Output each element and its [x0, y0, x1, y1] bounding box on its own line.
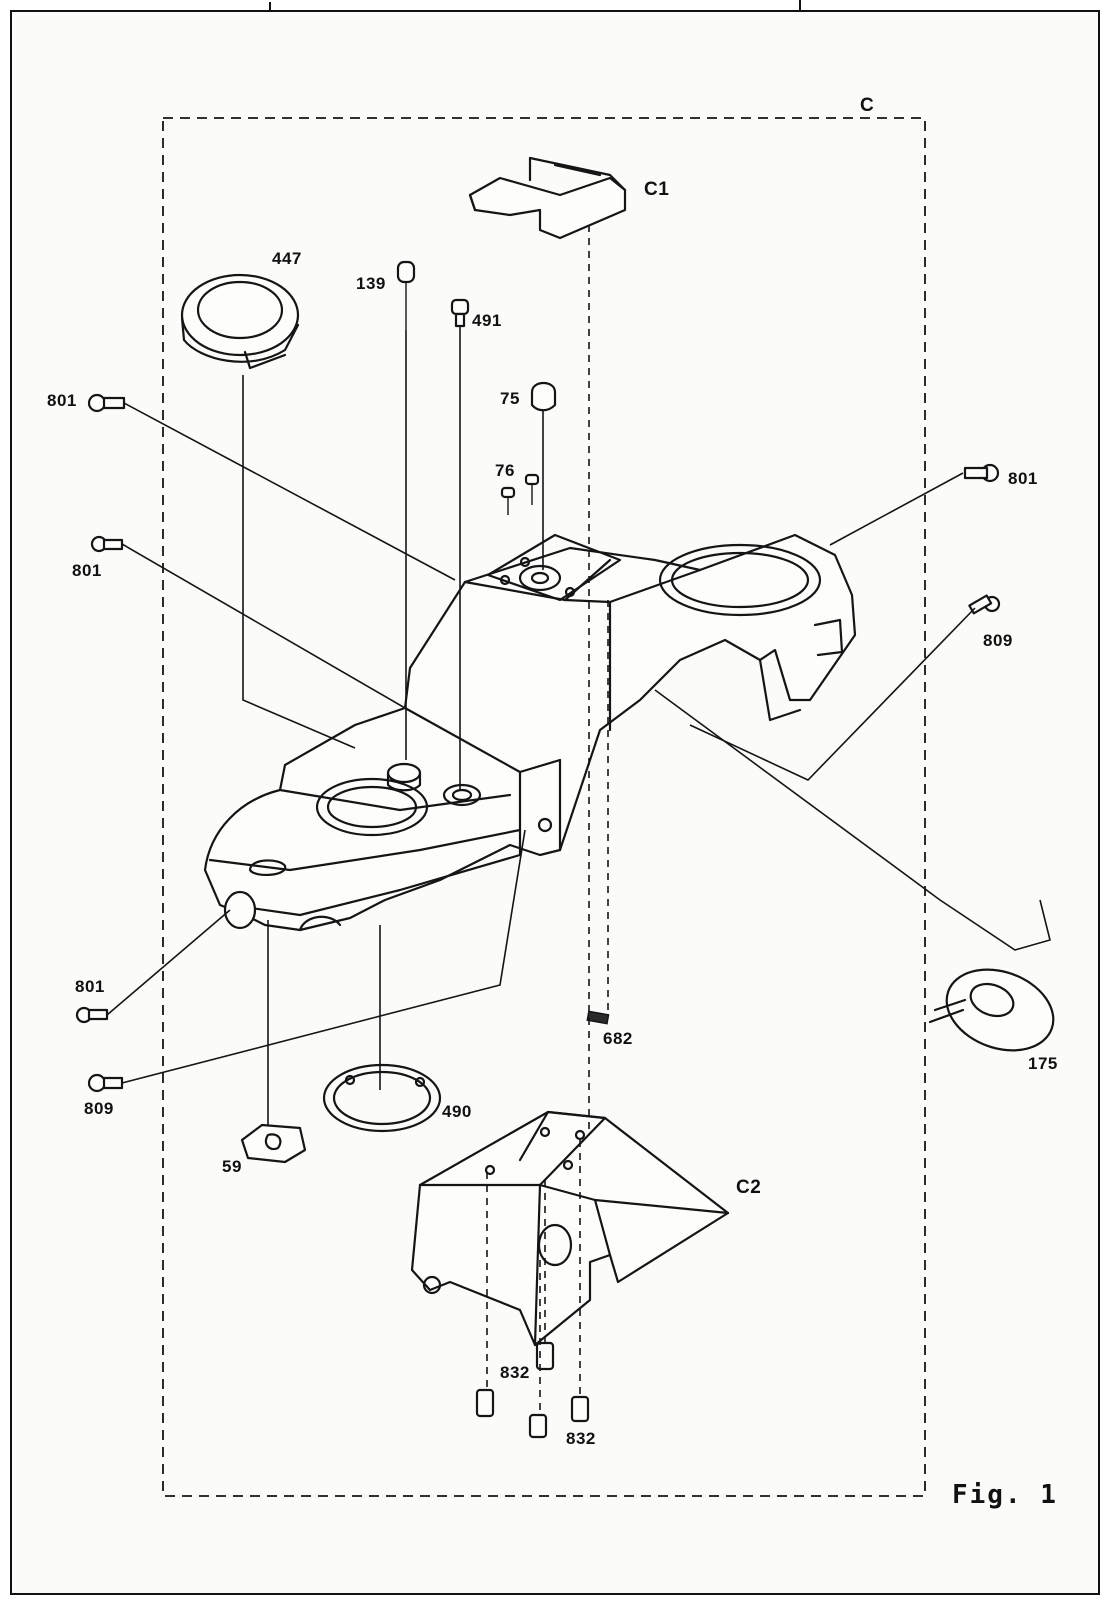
part-809-screw-a	[968, 594, 1001, 615]
part-801-screw-a	[87, 393, 126, 413]
part-447-focus-ring	[180, 273, 300, 370]
label-c2: C2	[736, 1177, 762, 1198]
label-801-c: 801	[1008, 469, 1038, 488]
label-59: 59	[222, 1157, 242, 1176]
part-c1-clip	[468, 156, 627, 240]
label-c1: C1	[644, 179, 670, 200]
label-801-b: 801	[72, 561, 102, 580]
main-body-casting	[203, 533, 857, 932]
part-801-screw-b	[90, 535, 124, 553]
part-832-screws	[475, 1341, 590, 1439]
label-group-c: C	[860, 95, 875, 116]
label-139: 139	[356, 274, 386, 293]
part-76-screws	[500, 473, 540, 515]
part-59-plug	[240, 1123, 307, 1164]
part-809-screw-b	[87, 1073, 124, 1093]
label-801-d: 801	[75, 977, 105, 996]
top-border-ticks	[269, 0, 801, 10]
leader-lines	[106, 225, 1051, 1415]
part-75-cap	[530, 381, 557, 412]
part-801-screw-c	[963, 463, 1000, 483]
part-139-knob	[396, 260, 416, 330]
label-75: 75	[500, 389, 520, 408]
label-682: 682	[603, 1029, 633, 1048]
label-832-a: 832	[500, 1363, 530, 1382]
label-809-a: 809	[983, 631, 1013, 650]
figure-caption: Fig. 1	[952, 1480, 1058, 1510]
assembly-boundary-c	[162, 117, 926, 1497]
label-809-b: 809	[84, 1099, 114, 1118]
label-832-b: 832	[566, 1429, 596, 1448]
part-175-gasket	[928, 968, 1055, 1052]
label-491: 491	[472, 311, 502, 330]
label-447: 447	[272, 249, 302, 268]
label-76: 76	[495, 461, 515, 480]
label-490: 490	[442, 1102, 472, 1121]
label-175: 175	[1028, 1054, 1058, 1073]
part-c2-cover	[410, 1110, 730, 1347]
part-682-shim	[586, 1010, 610, 1025]
part-801-screw-d	[75, 1006, 109, 1024]
part-490-ring	[322, 1063, 442, 1133]
part-491-screw	[450, 298, 470, 328]
label-801-a: 801	[47, 391, 77, 410]
